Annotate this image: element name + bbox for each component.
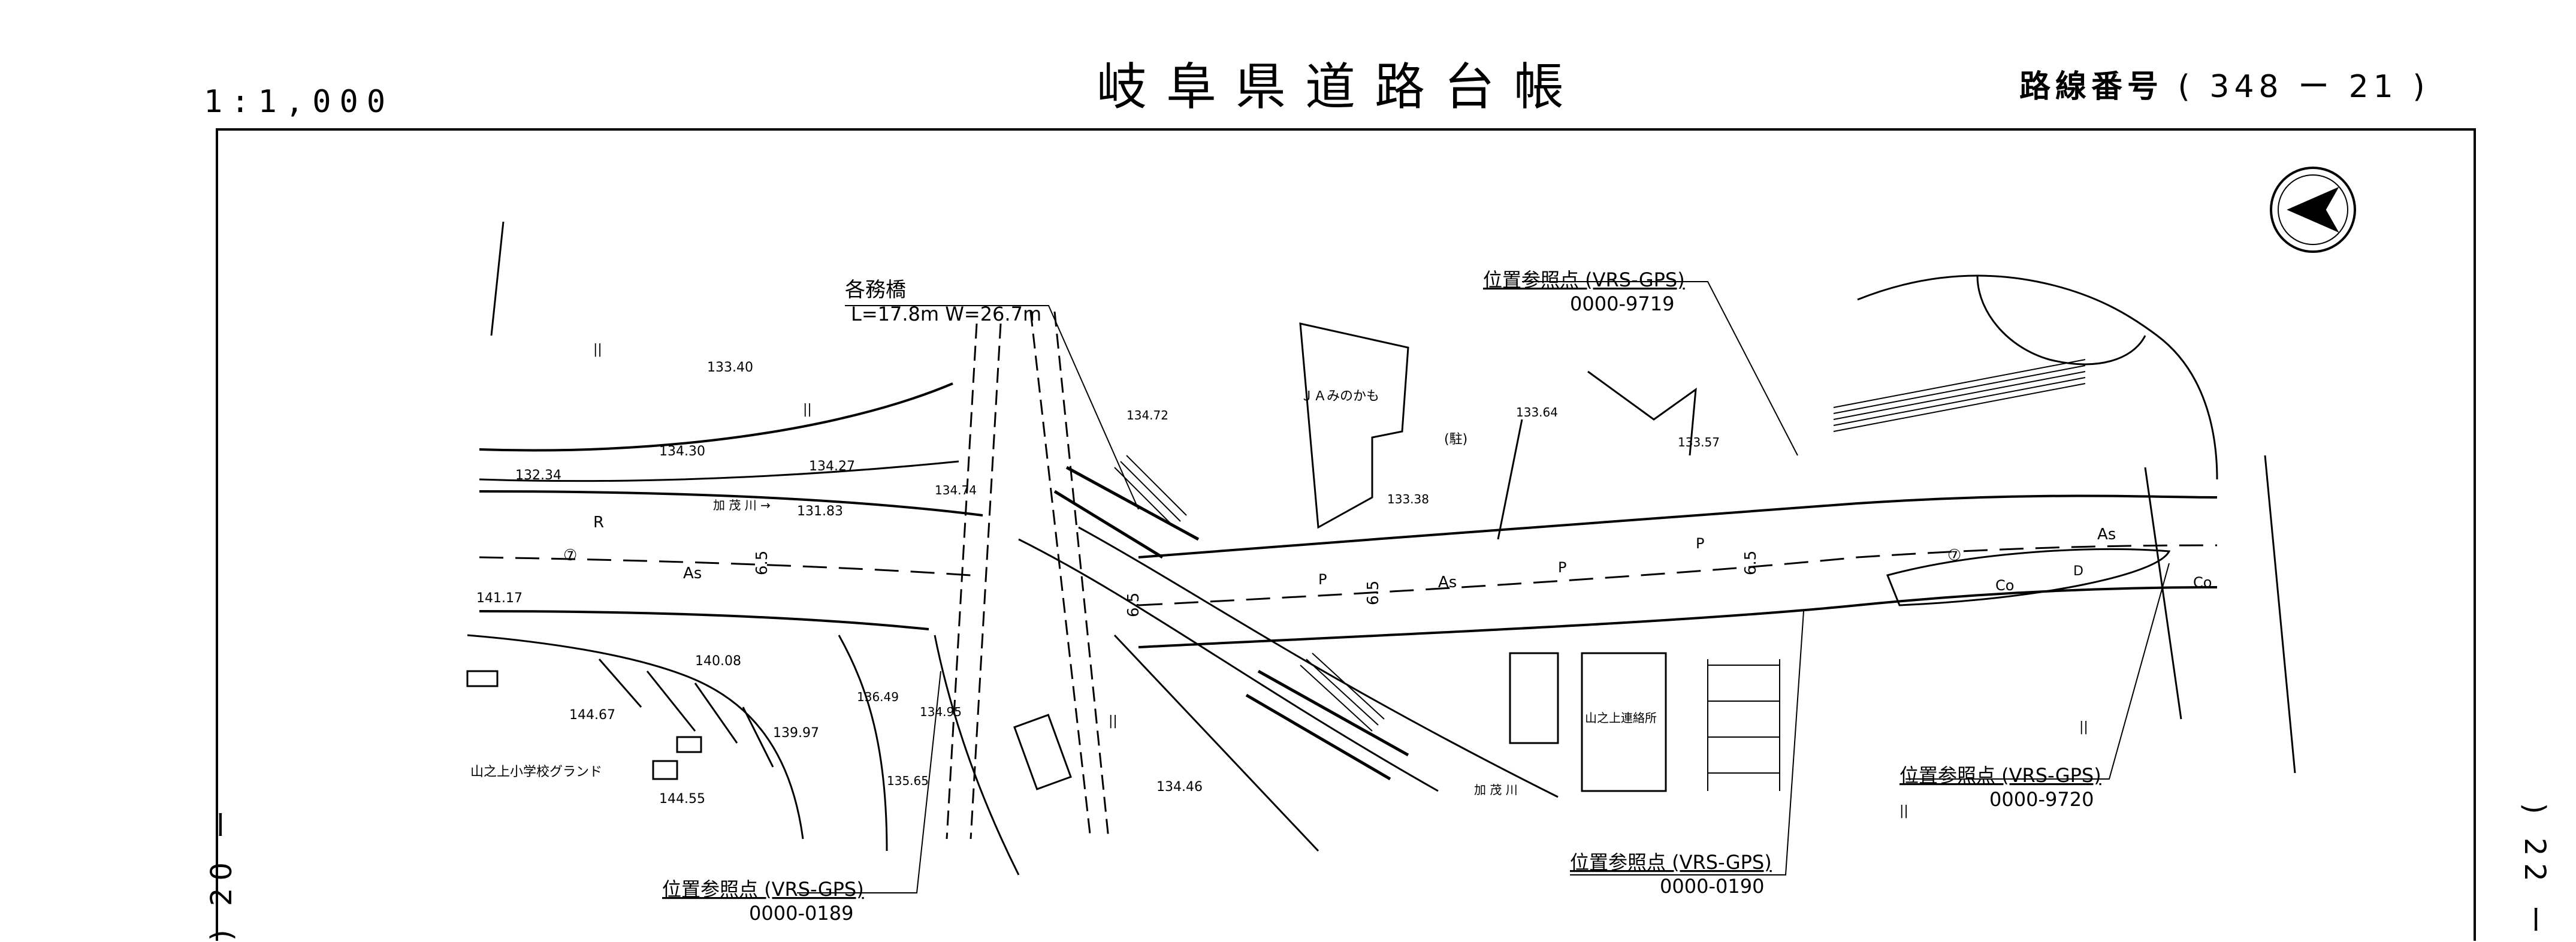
road-mark: 6.5 bbox=[1364, 581, 1382, 605]
page-title: 岐阜県道路台帳 bbox=[1097, 58, 1584, 116]
school-ground-label: 山之上小学校グランド bbox=[470, 765, 602, 780]
parking-label: (駐) bbox=[1444, 432, 1467, 447]
vegetation-symbol: || bbox=[1899, 804, 1908, 819]
elevation: 134.74 bbox=[935, 483, 977, 497]
road-mark: 6.5 bbox=[753, 551, 771, 575]
elevation: 134.27 bbox=[809, 459, 855, 474]
ja-label: ＪＡみのかも bbox=[1300, 389, 1379, 404]
vegetation-symbol: || bbox=[593, 342, 602, 357]
elevation: 135.65 bbox=[887, 774, 929, 788]
route-number-label: 路線番号 bbox=[2019, 69, 2164, 105]
road-mark: As bbox=[1438, 573, 1457, 591]
elevation: 134.95 bbox=[920, 705, 962, 719]
road-mark: As bbox=[683, 564, 702, 582]
ref-point-label: 位置参照点 (VRS-GPS) bbox=[662, 878, 864, 901]
road-mark: R bbox=[593, 514, 604, 532]
bridge-spec: L=17.8m W=26.7m bbox=[851, 303, 1041, 325]
river-label: 加 茂 川 bbox=[1474, 783, 1518, 797]
road-mark: D bbox=[2073, 564, 2083, 579]
ref-point-id: 0000-0190 bbox=[1660, 875, 1764, 898]
vegetation-symbol: || bbox=[803, 402, 812, 417]
elevation: 133.64 bbox=[1516, 405, 1558, 419]
vegetation-symbol: || bbox=[2079, 720, 2088, 735]
elevation: 144.55 bbox=[659, 792, 705, 807]
road-mark: Co bbox=[1995, 577, 2014, 594]
elevation: 134.46 bbox=[1156, 780, 1203, 795]
river-label: 加 茂 川 → bbox=[713, 498, 771, 512]
elevation: 134.30 bbox=[659, 444, 705, 459]
elevation: 134.72 bbox=[1127, 408, 1168, 422]
road-mark: ⑦ bbox=[563, 547, 577, 564]
office-label: 山之上連絡所 bbox=[1585, 711, 1657, 725]
road-mark: P bbox=[1696, 535, 1704, 552]
road-mark: Co bbox=[2193, 574, 2212, 591]
elevation: 133.40 bbox=[707, 360, 753, 375]
elevation: 141.17 bbox=[476, 591, 523, 606]
ref-point-label: 位置参照点 (VRS-GPS) bbox=[1483, 268, 1685, 291]
road-mark: ⑦ bbox=[1947, 547, 1961, 564]
route-number: 路線番号 ( 348 ー 21 ) bbox=[2019, 61, 2430, 106]
road-mark: As bbox=[2097, 526, 2116, 544]
elevation: 133.38 bbox=[1387, 492, 1429, 506]
ref-point-label: 位置参照点 (VRS-GPS) bbox=[1570, 851, 1772, 874]
map-frame bbox=[216, 128, 2476, 941]
road-mark: P bbox=[1318, 571, 1327, 588]
vegetation-symbol: || bbox=[1109, 714, 1118, 729]
elevation: 133.57 bbox=[1678, 435, 1720, 449]
elevation: 131.83 bbox=[797, 504, 843, 519]
elevation: 136.49 bbox=[857, 690, 899, 704]
route-number-value: ( 348 ー 21 ) bbox=[2178, 69, 2430, 105]
ref-point-id: 0000-9720 bbox=[1989, 788, 2094, 811]
elevation: 139.97 bbox=[773, 726, 819, 741]
bridge-name: 各務橋 bbox=[845, 278, 906, 302]
road-mark: P bbox=[1558, 559, 1566, 576]
map-scale: 1:1,000 bbox=[204, 84, 394, 120]
elevation: 140.08 bbox=[695, 654, 741, 669]
north-arrow-icon bbox=[2270, 167, 2356, 253]
elevation: 144.67 bbox=[569, 708, 615, 723]
road-mark: 6.5 bbox=[1742, 551, 1760, 575]
ref-point-id: 0000-9719 bbox=[1570, 292, 1674, 315]
elevation: 132.34 bbox=[515, 468, 561, 483]
road-mark: 6.5 bbox=[1125, 593, 1143, 617]
ref-point-id: 0000-0189 bbox=[749, 902, 853, 925]
ref-point-label: 位置参照点 (VRS-GPS) bbox=[1899, 764, 2101, 787]
